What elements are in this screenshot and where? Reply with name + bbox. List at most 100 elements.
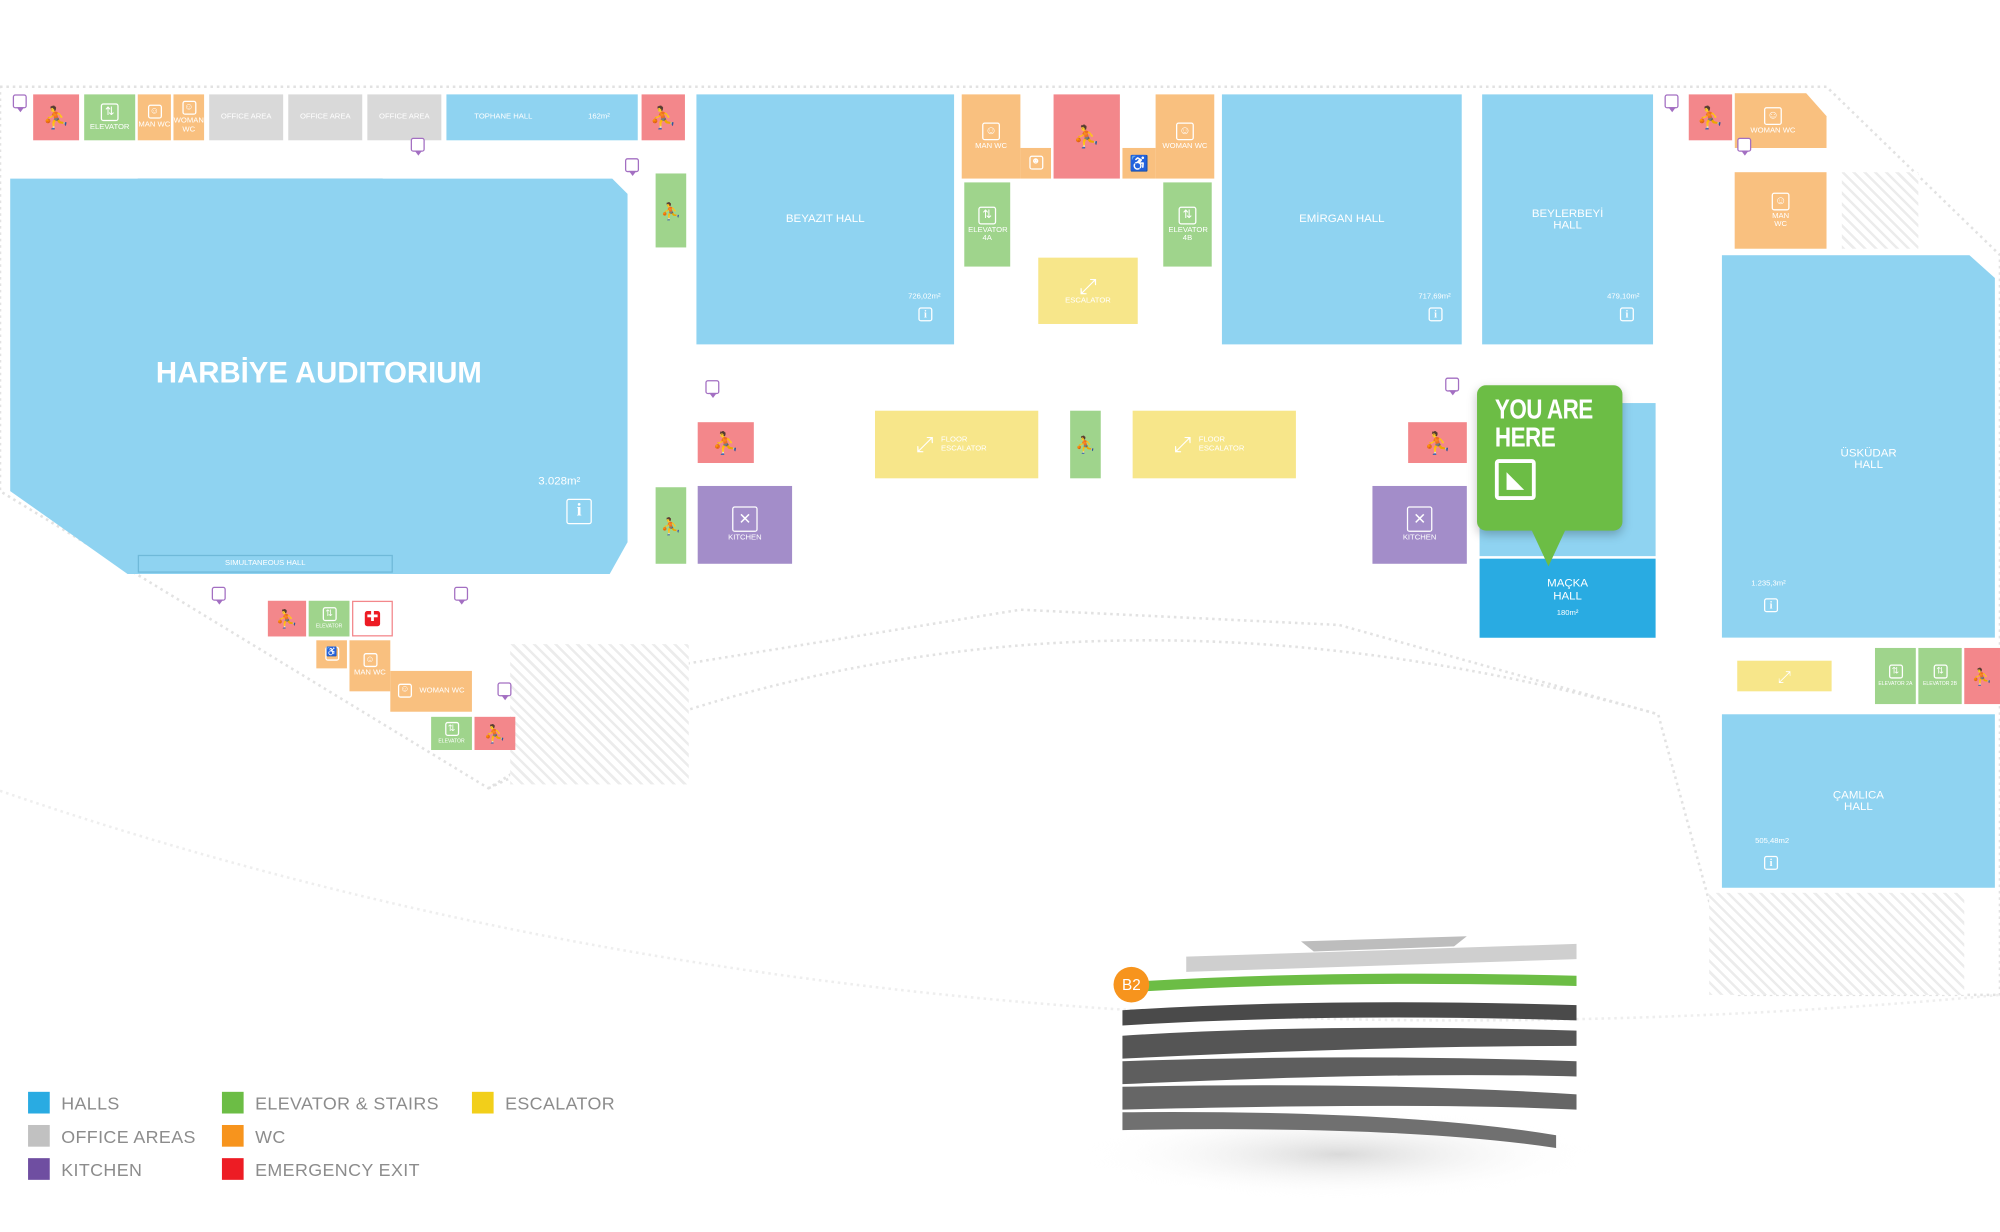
beylerbeyi-hall-name: BEYLERBEYİ HALL	[1531, 206, 1604, 231]
office-area-label: OFFICE AREA	[299, 113, 351, 121]
wc-icon: ☺	[181, 101, 196, 116]
harbiye-auditorium-shape[interactable]	[0, 166, 638, 574]
floor-layer	[1122, 1002, 1577, 1026]
baby-changing-icon: ☻	[1028, 154, 1043, 170]
legend-label: ESCALATOR	[505, 1092, 616, 1113]
beyazit-hall[interactable]: BEYAZIT HALL	[696, 94, 955, 345]
stairs[interactable]: ⛹	[1070, 410, 1101, 479]
wc-icon: ☺	[397, 683, 412, 698]
woman-wc[interactable]: ☺ WOMAN WC	[1155, 94, 1215, 179]
harbiye-auditorium[interactable]: HARBİYE AUDITORIUM	[51, 344, 587, 400]
floor-layer-current	[1127, 973, 1577, 993]
man-wc[interactable]: ☺ MAN WC	[961, 94, 1021, 179]
simultaneous-hall-bottom[interactable]: SIMULTANEOUS HALL	[137, 554, 393, 573]
legend-elevator-stairs: ELEVATOR & STAIRS	[221, 1091, 439, 1114]
emirgan-hall-name: EMİRGAN HALL	[1299, 212, 1385, 225]
entrance-icon	[497, 682, 512, 701]
elevator-4a[interactable]: ⇅ ELEVATOR 4A	[964, 182, 1011, 267]
elevator[interactable]: ⇅ ELEVATOR	[308, 600, 350, 637]
elevator[interactable]: ⇅ ELEVATOR	[431, 716, 472, 750]
emergency-stairs[interactable]: ⛹	[697, 422, 754, 464]
info-icon[interactable]: i	[566, 498, 592, 525]
wheelchair-icon: ♿	[324, 646, 339, 661]
emergency-stairs[interactable]: ⛹	[33, 94, 80, 141]
uskudar-hall[interactable]: ÜSKÜDAR HALL	[1811, 421, 1926, 498]
baby-changing[interactable]: ☻	[1020, 147, 1052, 179]
legend-kitchen: KITCHEN	[28, 1158, 142, 1180]
emergency-stairs[interactable]: ⛹	[1408, 422, 1467, 464]
info-icon[interactable]: i	[1764, 855, 1779, 870]
emirgan-hall[interactable]: EMİRGAN HALL	[1221, 94, 1462, 345]
stairs-icon: ⛹	[1075, 434, 1096, 455]
floor-escalator[interactable]: ⤢ FLOOR ESCALATOR	[874, 410, 1039, 479]
kitchen[interactable]: ✕ KITCHEN	[697, 485, 793, 564]
kitchen[interactable]: ✕ KITCHEN	[1372, 485, 1467, 564]
info-icon[interactable]: i	[1619, 307, 1634, 322]
tophane-hall[interactable]: TOPHANE HALL 162m²	[446, 94, 638, 141]
entrance-icon	[1445, 377, 1460, 396]
camlica-hall[interactable]: ÇAMLICA HALL	[1721, 714, 1995, 888]
woman-wc[interactable]: ☺ WOMAN WC	[1735, 94, 1812, 148]
woman-wc[interactable]: ☺ WOMAN WC	[390, 670, 472, 712]
escalator[interactable]: ⤢	[1737, 660, 1832, 692]
accessible-wc[interactable]: ♿	[1122, 147, 1156, 179]
wc-icon: ☺	[1176, 122, 1194, 141]
accessible-wc[interactable]: ♿	[316, 640, 347, 669]
harbiye-auditorium-name: HARBİYE AUDITORIUM	[155, 355, 482, 389]
elevator-2b[interactable]: ⇅ ELEVATOR 2B	[1918, 647, 1962, 705]
entrance-icon	[12, 94, 27, 113]
wc-icon: ☺	[1764, 106, 1782, 125]
entrance-icon	[410, 137, 425, 156]
elevator-icon: ⇅	[322, 607, 337, 622]
emergency-stairs[interactable]: ⛹	[1964, 647, 2000, 705]
elevator-2a[interactable]: ⇅ ELEVATOR 2A	[1874, 647, 1916, 705]
man-wc[interactable]: ☺ MAN WC	[1734, 172, 1827, 249]
stairs[interactable]: ⛹	[655, 173, 687, 248]
stairs-icon: ⛹	[483, 723, 507, 744]
emergency-stairs[interactable]: ⛹	[474, 716, 516, 750]
emergency-stairs[interactable]: ⛹	[1688, 94, 1733, 141]
elevator-label: ELEVATOR	[315, 622, 343, 630]
man-wc[interactable]: ☺ MAN WC	[137, 94, 171, 141]
man-wc[interactable]: ☺ MAN WC	[349, 640, 391, 692]
office-area[interactable]: OFFICE AREA	[367, 94, 442, 141]
wc-icon: ☺	[362, 653, 377, 668]
emergency-stairs[interactable]: ⛹	[641, 94, 685, 141]
escalator-icon: ⤢	[916, 432, 934, 457]
stairs-icon: ⛹	[660, 515, 682, 536]
legend-swatch	[221, 1124, 244, 1147]
info-icon[interactable]: i	[1428, 307, 1443, 322]
floor-layer	[1122, 1057, 1577, 1085]
beylerbeyi-hall[interactable]: BEYLERBEYİ HALL	[1482, 94, 1654, 345]
office-area[interactable]: OFFICE AREA	[288, 94, 363, 141]
elevator-icon: ⇅	[1933, 665, 1948, 680]
floor-badge-label: B2	[1122, 975, 1141, 994]
info-icon[interactable]: i	[918, 307, 933, 322]
woman-wc-label: WOMAN WC	[1162, 142, 1208, 151]
elevator-2b-label: ELEVATOR 2B	[1923, 680, 1958, 687]
woman-wc[interactable]: ☺ WOMAN WC	[173, 94, 205, 141]
macka-hall[interactable]: MAÇKA HALL 180m²	[1479, 558, 1656, 638]
emergency-stairs[interactable]: ⛹	[1053, 94, 1120, 179]
first-aid[interactable]: ✚	[352, 600, 393, 637]
uskudar-hall-shape[interactable]	[1719, 255, 2000, 638]
office-area[interactable]: OFFICE AREA	[209, 94, 284, 141]
floor-layer	[1122, 1085, 1577, 1110]
legend-halls: HALLS	[28, 1091, 120, 1114]
elevator[interactable]: ⇅ ELEVATOR	[84, 94, 136, 141]
woman-wc-label: WOMAN WC	[419, 687, 465, 695]
emergency-stairs[interactable]: ⛹	[267, 600, 307, 637]
woman-wc-label: WOMAN WC	[1750, 127, 1796, 136]
legend-label: ELEVATOR & STAIRS	[255, 1092, 439, 1113]
escalator[interactable]: ⤢ ESCALATOR	[1038, 257, 1138, 324]
hatched-area	[1709, 892, 1965, 995]
floor-escalator[interactable]: ⤢ FLOOR ESCALATOR	[1132, 410, 1296, 479]
wc-icon: ☺	[147, 105, 162, 120]
stairs[interactable]: ⛹	[655, 487, 687, 564]
macka-hall-name: MAÇKA HALL	[1547, 577, 1588, 602]
elevator-4b[interactable]: ⇅ ELEVATOR 4B	[1163, 182, 1212, 267]
uskudar-hall-name: ÜSKÜDAR HALL	[1840, 445, 1897, 471]
man-wc-label: MAN WC	[353, 670, 386, 678]
legend-swatch	[471, 1091, 494, 1114]
info-icon[interactable]: i	[1764, 598, 1779, 613]
